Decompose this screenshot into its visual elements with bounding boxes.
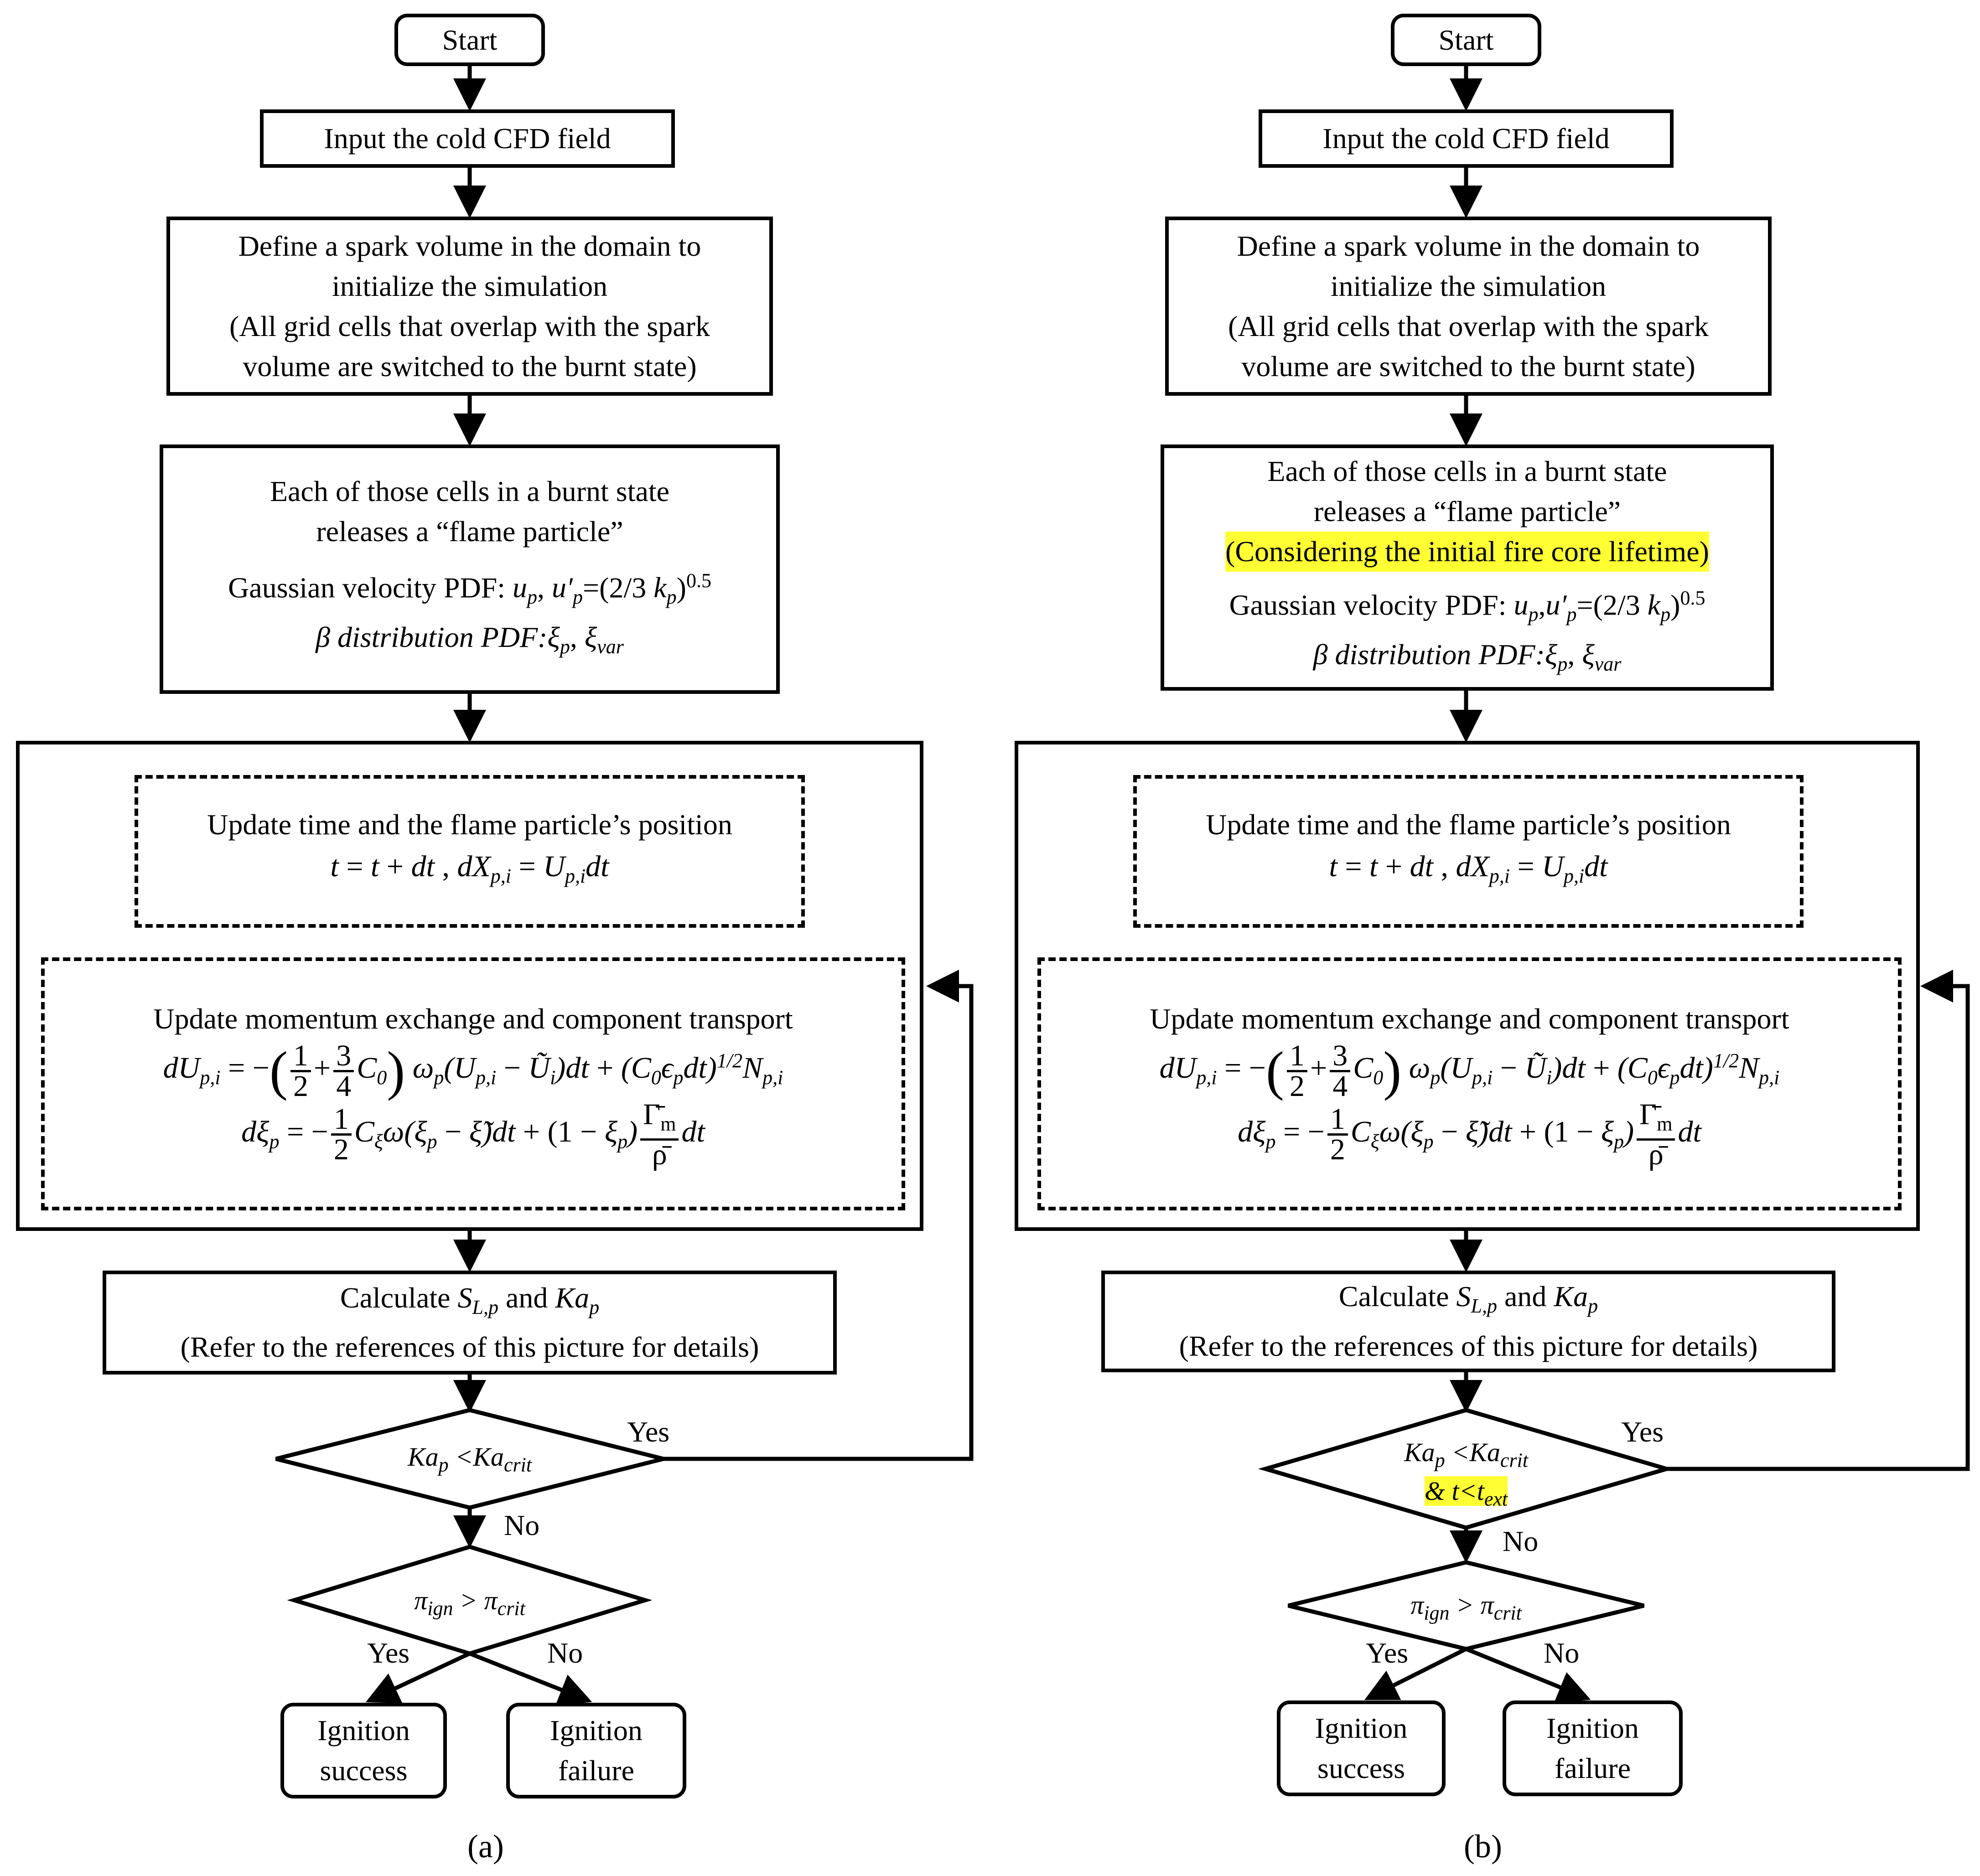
gaussian-pdf-line: Gaussian velocity PDF: up,u′p=(2/3 kp)0.… bbox=[1229, 586, 1705, 625]
define-line: (All grid cells that overlap with the sp… bbox=[1228, 310, 1709, 342]
arrow bbox=[1465, 1647, 1591, 1703]
success-line: success bbox=[320, 1754, 408, 1787]
calculate-box: Calculate SL,p and Kap (Refer to the ref… bbox=[1101, 1271, 1835, 1372]
ignition-success-node: Ignition success bbox=[280, 1703, 447, 1798]
define-line: volume are switched to the burnt state) bbox=[1241, 350, 1695, 382]
start-node: Start bbox=[394, 14, 545, 66]
calculate-label: Calculate bbox=[1338, 1280, 1449, 1313]
refer-label: (Refer to the references of this picture… bbox=[180, 1331, 759, 1364]
pi-condition: πign > πcrit bbox=[1410, 1590, 1522, 1624]
input-cfd-box: Input the cold CFD field bbox=[260, 109, 675, 168]
time-condition-text: & t<t bbox=[1424, 1476, 1484, 1506]
update-momentum-box: Update momentum exchange and component t… bbox=[1037, 957, 1902, 1210]
gaussian-label: Gaussian velocity PDF: bbox=[228, 571, 513, 604]
release-particle-box: Each of those cells in a burnt state rel… bbox=[160, 444, 780, 694]
update-momentum-box: Update momentum exchange and component t… bbox=[41, 957, 905, 1210]
define-spark-box: Define a spark volume in the domain to i… bbox=[166, 217, 773, 396]
beta-pdf-line: β distribution PDF:ξp, ξvar bbox=[1313, 638, 1622, 675]
no-label: No bbox=[1503, 1525, 1539, 1557]
ignition-failure-node: Ignition failure bbox=[1503, 1700, 1683, 1796]
decision-pi-diamond bbox=[1287, 1560, 1645, 1651]
define-line: Define a spark volume in the domain to bbox=[238, 229, 701, 262]
yes-label: Yes bbox=[627, 1416, 670, 1448]
no-label: No bbox=[504, 1509, 540, 1541]
no-label: No bbox=[547, 1637, 583, 1669]
define-line: initialize the simulation bbox=[332, 269, 608, 302]
gaussian-pdf-line: Gaussian velocity PDF: up, u′p=(2/3 kp)0… bbox=[228, 569, 711, 609]
update-time-box: Update time and the flame particle’s pos… bbox=[1133, 775, 1804, 928]
caption-a: (a) bbox=[467, 1828, 504, 1865]
define-line: Define a spark volume in the domain to bbox=[1237, 229, 1700, 262]
time-condition: & t<text bbox=[1424, 1476, 1508, 1510]
failure-line: Ignition bbox=[1546, 1712, 1639, 1744]
calculate-and: and bbox=[506, 1281, 548, 1314]
input-label: Input the cold CFD field bbox=[1322, 122, 1610, 155]
gaussian-label: Gaussian velocity PDF: bbox=[1229, 588, 1514, 621]
define-line: (All grid cells that overlap with the sp… bbox=[229, 310, 710, 342]
refer-label: (Refer to the references of this picture… bbox=[1179, 1329, 1758, 1362]
calculate-line: Calculate SL,p and Kap bbox=[340, 1281, 600, 1318]
ignition-failure-node: Ignition failure bbox=[506, 1703, 686, 1798]
release-line: Each of those cells in a burnt state bbox=[270, 475, 670, 508]
loop-back-arrow bbox=[663, 970, 974, 1461]
update-momentum-label: Update momentum exchange and component t… bbox=[1150, 1003, 1789, 1035]
input-label: Input the cold CFD field bbox=[324, 122, 611, 155]
particle-update-container bbox=[1015, 741, 1920, 1231]
input-cfd-box: Input the cold CFD field bbox=[1259, 109, 1674, 168]
arrow bbox=[365, 1651, 471, 1703]
ignition-success-node: Ignition success bbox=[1277, 1700, 1446, 1796]
release-line: releases a “flame particle” bbox=[1313, 495, 1621, 527]
start-label: Start bbox=[1438, 23, 1494, 56]
yes-label: Yes bbox=[367, 1637, 410, 1669]
calculate-box: Calculate SL,p and Kap (Refer to the ref… bbox=[103, 1271, 837, 1375]
decision-pi-diamond bbox=[287, 1545, 653, 1656]
release-line: Each of those cells in a burnt state bbox=[1267, 455, 1667, 487]
arrow bbox=[469, 1651, 592, 1705]
success-line: Ignition bbox=[317, 1714, 410, 1747]
fire-core-lifetime-note: (Considering the initial fire core lifet… bbox=[1225, 531, 1709, 572]
failure-line: Ignition bbox=[550, 1714, 643, 1747]
calculate-label: Calculate bbox=[340, 1281, 451, 1314]
calculate-and: and bbox=[1504, 1280, 1547, 1313]
particle-update-container bbox=[16, 741, 923, 1231]
position-equation: t = t + dt , dXp,i = Up,idt bbox=[330, 849, 609, 888]
position-equation: t = t + dt , dXp,i = Up,idt bbox=[1329, 849, 1608, 888]
update-momentum-label: Update momentum exchange and component t… bbox=[153, 1003, 793, 1035]
beta-label: β distribution PDF: bbox=[316, 621, 548, 654]
beta-label: β distribution PDF: bbox=[1313, 638, 1545, 671]
update-time-label: Update time and the flame particle’s pos… bbox=[207, 808, 732, 841]
define-line: volume are switched to the burnt state) bbox=[243, 350, 697, 382]
yes-label: Yes bbox=[1366, 1637, 1409, 1669]
success-line: success bbox=[1317, 1752, 1405, 1784]
ka-condition: Kap <Kacrit bbox=[1404, 1437, 1529, 1472]
failure-line: failure bbox=[1555, 1752, 1631, 1784]
pi-condition: πign > πcrit bbox=[414, 1586, 525, 1620]
calculate-line: Calculate SL,p and Kap bbox=[1338, 1280, 1598, 1317]
no-label: No bbox=[1544, 1637, 1580, 1669]
caption-b: (b) bbox=[1464, 1828, 1502, 1865]
define-line: initialize the simulation bbox=[1330, 269, 1607, 302]
update-time-box: Update time and the flame particle’s pos… bbox=[135, 775, 805, 928]
start-node: Start bbox=[1391, 14, 1541, 66]
define-spark-box: Define a spark volume in the domain to i… bbox=[1165, 217, 1772, 396]
failure-line: failure bbox=[558, 1754, 634, 1787]
release-line: releases a “flame particle” bbox=[316, 515, 623, 548]
yes-label: Yes bbox=[1621, 1416, 1664, 1448]
update-time-label: Update time and the flame particle’s pos… bbox=[1206, 808, 1731, 841]
start-label: Start bbox=[442, 23, 498, 56]
release-particle-box: Each of those cells in a burnt state rel… bbox=[1161, 444, 1774, 691]
success-line: Ignition bbox=[1315, 1712, 1408, 1744]
beta-pdf-line: β distribution PDF:ξp, ξvar bbox=[316, 621, 624, 658]
arrow bbox=[1364, 1647, 1467, 1700]
loop-back-arrow bbox=[1667, 970, 1970, 1471]
ka-condition: Kap <Kacrit bbox=[407, 1442, 532, 1476]
